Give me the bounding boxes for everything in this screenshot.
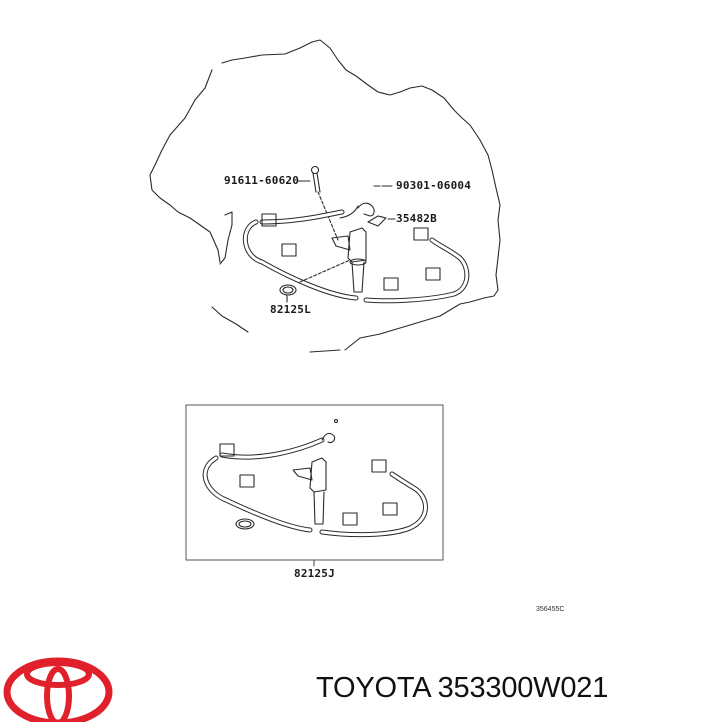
callout-sensor: 35482B	[396, 212, 437, 225]
figure-code: 356455C	[536, 606, 565, 613]
callout-pin: 90301-06004	[396, 179, 472, 192]
transmission-case-outline	[221, 39, 501, 351]
callout-bolt: 91611-60620	[224, 174, 300, 187]
callout-harness-assembly: 82125J	[294, 567, 335, 580]
toyota-logo-icon	[3, 657, 113, 722]
callout-o-ring: 82125L	[270, 303, 311, 316]
part-caption: TOYOTA 353300W021	[316, 672, 609, 704]
